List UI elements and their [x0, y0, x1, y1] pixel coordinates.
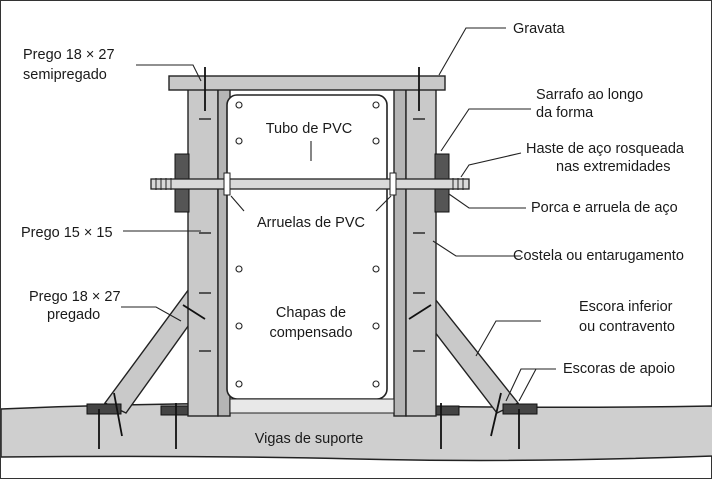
label-haste-2: nas extremidades [556, 159, 670, 175]
label-prego-pregado-2: pregado [47, 307, 100, 323]
rod-threads-right [452, 178, 464, 190]
right-base-block-2 [502, 403, 538, 415]
nails [98, 67, 520, 449]
label-porca: Porca e arruela de aço [531, 200, 678, 216]
label-costela: Costela ou entarugamento [513, 248, 684, 264]
label-tubo-pvc: Tubo de PVC [266, 121, 353, 137]
top-tie-beam [168, 75, 446, 91]
label-escora-inferior-2: ou contravento [579, 319, 675, 335]
rod-threads-left [155, 178, 172, 190]
post-ticks [199, 118, 425, 352]
washer-right [389, 172, 397, 196]
label-prego-15: Prego 15 × 15 [21, 225, 113, 241]
label-escoras-apoio: Escoras de apoio [563, 361, 675, 377]
leader-lines [121, 27, 556, 402]
label-vigas: Vigas de suporte [255, 431, 364, 447]
label-sarrafo-2: da forma [536, 105, 594, 121]
label-chapas-2: compensado [269, 325, 352, 341]
right-post-outer [405, 85, 437, 417]
label-prego-semipregado-2: semipregado [23, 67, 107, 83]
left-base-block [86, 403, 122, 415]
right-post-inner [393, 85, 407, 417]
label-chapas-1: Chapas de [276, 305, 346, 321]
label-prego-pregado-1: Prego 18 × 27 [29, 289, 121, 305]
label-escora-inferior-1: Escora inferior [579, 299, 673, 315]
plate-holes [235, 101, 380, 388]
left-post-outer [187, 85, 219, 417]
threaded-rod [150, 178, 470, 190]
washer-left [223, 172, 231, 196]
label-arruelas-pvc: Arruelas de PVC [257, 215, 365, 231]
plywood-plate [226, 94, 388, 400]
plywood-lower [229, 398, 395, 414]
label-sarrafo-1: Sarrafo ao longo [536, 87, 643, 103]
label-gravata: Gravata [513, 21, 566, 37]
label-haste-1: Haste de aço rosqueada [526, 141, 685, 157]
label-prego-semipregado-1: Prego 18 × 27 [23, 47, 115, 63]
